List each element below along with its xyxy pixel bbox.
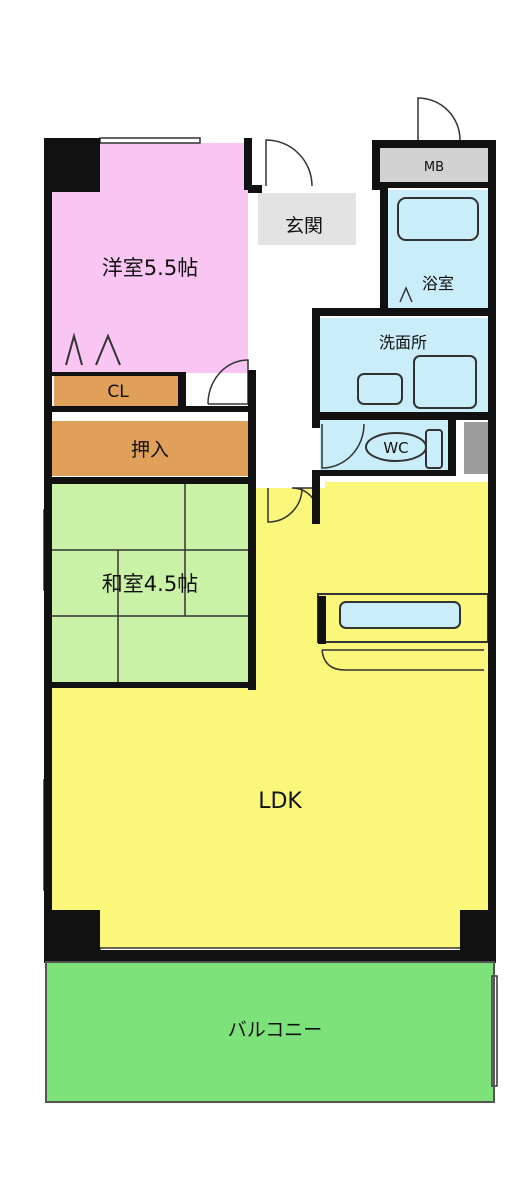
counter-front-icon [321,649,484,671]
mb-door-swing [417,97,461,141]
mb-floor [380,148,488,182]
entrance-door-swing [265,139,313,187]
label-wc: WC [383,439,408,457]
japanese-door-swing [267,487,303,523]
label-ldk: LDK [258,789,302,814]
label-balcony: バルコニー [228,1019,323,1041]
bathtub-icon [397,197,479,241]
bath-hanger-icon [399,286,413,303]
label-entrance: 玄関 [285,215,323,237]
balcony-floor [47,962,493,1102]
label-mb: MB [424,160,444,175]
label-oshiire: 押入 [131,439,169,461]
label-bath: 浴室 [422,274,454,293]
washbasin-icon [357,373,403,405]
western-door-swing [207,359,249,405]
entrance-floor [258,193,356,245]
ldk-floor [52,482,488,950]
label-japanese-room: 和室4.5帖 [102,572,198,596]
washing-machine-icon [413,355,477,409]
closet-hanger-icon [65,332,121,366]
balcony-rail [45,961,495,1103]
toilet-tank-icon [425,429,443,469]
label-washroom: 洗面所 [379,333,427,352]
label-closet: CL [107,382,129,402]
walls [44,138,496,963]
label-western-room: 洋室5.5帖 [102,256,198,280]
closet-floor [54,375,184,406]
wc-door-swing [321,423,365,469]
kitchen-sink-icon [339,601,461,629]
japanese-room-floor [52,484,248,682]
tatami-grid [52,484,248,682]
oshiire-floor [52,421,248,476]
door-swings [207,97,461,523]
